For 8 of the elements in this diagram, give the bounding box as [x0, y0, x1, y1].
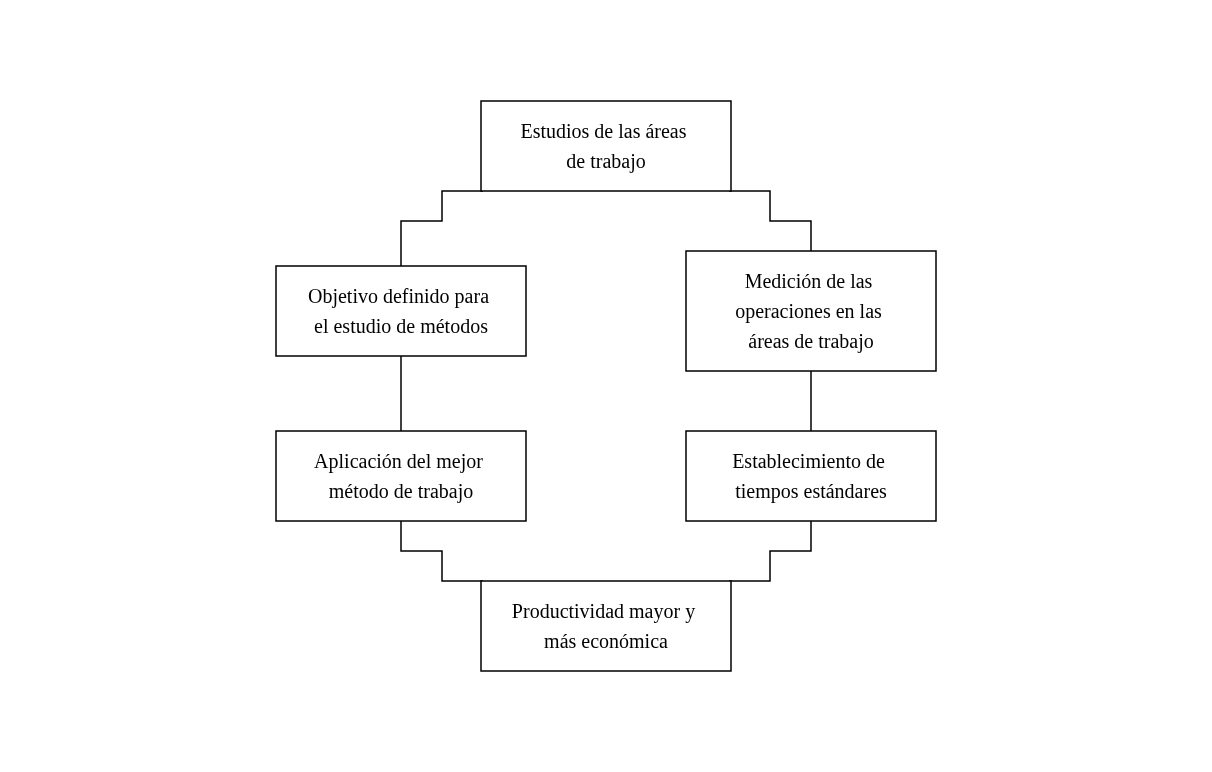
node-box: Aplicación del mejor método de trabajo	[275, 430, 527, 522]
connector	[400, 355, 402, 432]
connector	[810, 370, 812, 432]
node-box: Establecimiento de tiempos estándares	[685, 430, 937, 522]
node-box: Estudios de las áreas de trabajo	[480, 100, 732, 192]
node-box: Objetivo definido para el estudio de métodos	[275, 265, 527, 357]
node-box: Medición de las operaciones en las áreas de trabajo	[685, 250, 937, 372]
node-box: Productividad mayor y más económica	[480, 580, 732, 672]
